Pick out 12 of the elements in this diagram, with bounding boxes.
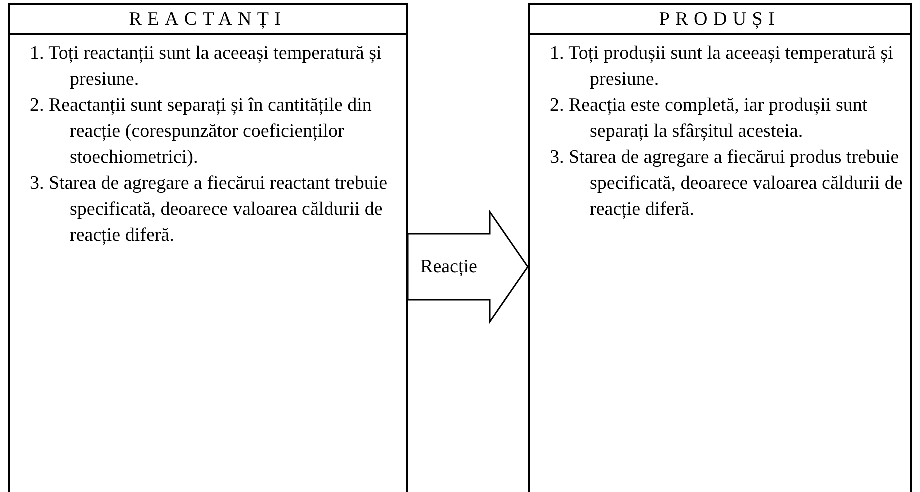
block-arrow	[407, 210, 529, 324]
text-panel	[528, 3, 912, 492]
list-item: 2. Reactanții sunt separați și în cantitățile din reacție (corespunzător coeficienților stoechiometrici).	[30, 94, 373, 170]
text-panel	[8, 3, 408, 492]
panel-heading: REACTANȚI	[129, 10, 287, 28]
list-item: 3. Starea de agregare a fiecărui produs trebuie specificată, deoarece valoarea căldurii de reacție diferă.	[550, 146, 904, 222]
list-item: 1. Toți produșii sunt la aceeași temperatură și presiune.	[550, 42, 894, 92]
list-item: 1. Toți reactanții sunt la aceeași temperatură și presiune.	[30, 42, 383, 92]
list-item: 3. Starea de agregare a fiecărui reactant trebuie specificată, deoarece valoarea căldurii de reacție diferă.	[30, 172, 389, 248]
edge-label: Reacție	[420, 258, 478, 276]
panel-heading: PRODUȘI	[659, 10, 781, 28]
list-item: 2. Reacția este completă, iar produșii sunt separați la sfârșitul acesteia.	[550, 94, 869, 144]
